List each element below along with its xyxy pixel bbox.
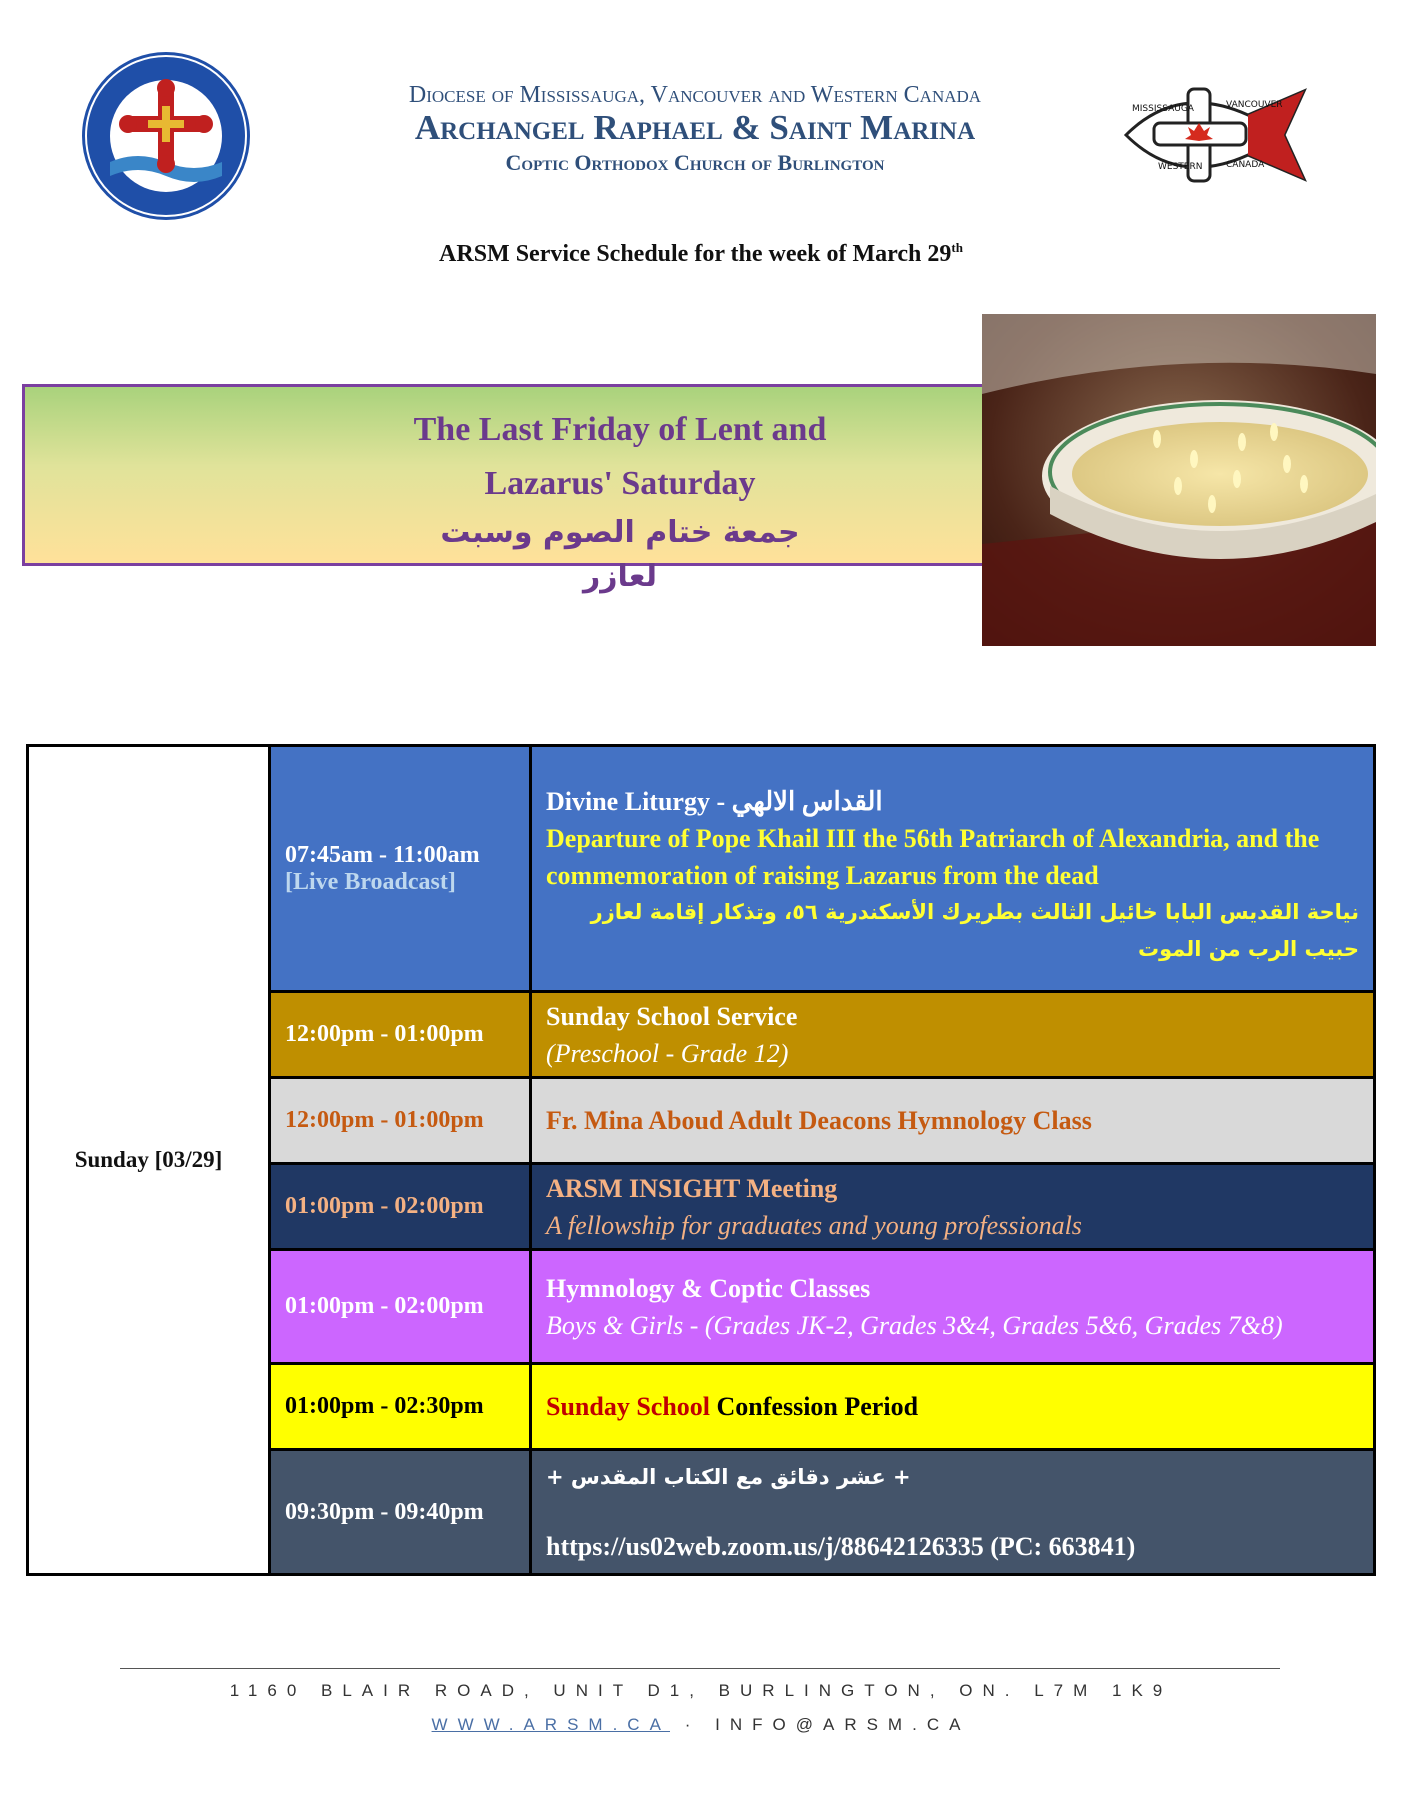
schedule-row: 01:00pm - 02:30pm Sunday School Confessi… [271, 1365, 1373, 1451]
logo-word-1: MISSISSAUGA [1132, 104, 1195, 114]
time-cell: 12:00pm - 01:00pm [271, 1079, 532, 1162]
event-title: ARSM INSIGHT Meeting [546, 1173, 838, 1203]
event-title-highlight: Sunday School [546, 1392, 711, 1421]
banner-text: The Last Friday of Lent and Lazarus' Sat… [405, 403, 835, 599]
event-cell: Hymnology & Coptic Classes Boys & Girls … [532, 1251, 1373, 1362]
zoom-link[interactable]: https://us02web.zoom.us/j/88642126335 (P… [546, 1532, 1136, 1561]
event-title-arabic: + عشر دقائق مع الكتاب المقدس + [546, 1465, 911, 1489]
event-subtitle: Boys & Girls - (Grades JK-2, Grades 3&4,… [546, 1310, 1283, 1340]
time-range: 07:45am - 11:00am [285, 841, 480, 868]
schedule-row: 07:45am - 11:00am [Live Broadcast] Divin… [271, 747, 1373, 993]
church-subtitle: Coptic Orthodox Church of Burlington [505, 150, 885, 175]
logo-word-3: WESTERN [1158, 162, 1202, 172]
time-cell: 01:00pm - 02:00pm [271, 1165, 532, 1248]
diocese-name: Diocese of Mississauga, Vancouver and We… [408, 82, 982, 108]
schedule-row: 12:00pm - 01:00pm Sunday School Service … [271, 993, 1373, 1079]
logo-word-2: VANCOUVER [1226, 100, 1283, 110]
time-cell: 09:30pm - 09:40pm [271, 1451, 532, 1573]
schedule-row: 01:00pm - 02:00pm ARSM INSIGHT Meeting A… [271, 1165, 1373, 1251]
day-cell: Sunday [03/29] [29, 747, 271, 1573]
schedule-row: 01:00pm - 02:00pm Hymnology & Coptic Cla… [271, 1251, 1373, 1365]
time-cell: 01:00pm - 02:00pm [271, 1251, 532, 1362]
church-seal-logo [82, 52, 250, 220]
footer-address: 1160 BLAIR ROAD, UNIT D1, BURLINGTON, ON… [229, 1681, 1173, 1700]
event-title: Sunday School Confession Period [546, 1388, 1359, 1425]
church-name: Archangel Raphael & Saint Marina [414, 108, 976, 147]
event-description-arabic: نياحة القديس البابا خائيل الثالث بطريرك … [590, 900, 1359, 961]
website-link[interactable]: WWW.ARSM.CA [431, 1715, 670, 1734]
event-title-rest: Confession Period [710, 1392, 919, 1421]
banner-title-line-2: Lazarus' Saturday [484, 465, 756, 502]
event-cell: Sunday School Confession Period [532, 1365, 1373, 1448]
event-cell: Sunday School Service (Preschool - Grade… [532, 993, 1373, 1076]
footer-separator: · [670, 1715, 716, 1734]
event-cell: Divine Liturgy - القداس الالهي Departure… [532, 747, 1373, 990]
event-title: Fr. Mina Aboud Adult Deacons Hymnology C… [546, 1106, 1092, 1135]
feast-banner: The Last Friday of Lent and Lazarus' Sat… [22, 384, 1032, 594]
event-description: Departure of Pope Khail III the 56th Pat… [546, 824, 1320, 890]
footer-contact: WWW.ARSM.CA · INFO@ARSM.CA [0, 1715, 1402, 1735]
event-cell: ARSM INSIGHT Meeting A fellowship for gr… [532, 1165, 1373, 1248]
schedule-row: 12:00pm - 01:00pm Fr. Mina Aboud Adult D… [271, 1079, 1373, 1165]
candles-photo [982, 314, 1376, 646]
event-title: Divine Liturgy - القداس الالهي [546, 787, 883, 816]
event-cell: + عشر دقائق مع الكتاب المقدس + https://u… [532, 1451, 1373, 1573]
event-subtitle: (Preschool - Grade 12) [546, 1038, 789, 1068]
schedule-row: 09:30pm - 09:40pm + عشر دقائق مع الكتاب … [271, 1451, 1373, 1573]
event-cell: Fr. Mina Aboud Adult Deacons Hymnology C… [532, 1079, 1373, 1162]
event-subtitle: A fellowship for graduates and young pro… [546, 1210, 1082, 1240]
event-title: Hymnology & Coptic Classes [546, 1273, 871, 1303]
logo-word-4: CANADA [1226, 160, 1265, 170]
schedule-table: Sunday [03/29] 07:45am - 11:00am [Live B… [26, 744, 1376, 1576]
live-broadcast-label: [Live Broadcast] [285, 868, 456, 895]
email-text[interactable]: INFO@ARSM.CA [715, 1715, 971, 1734]
event-title: Sunday School Service [546, 1001, 798, 1031]
footer-divider [120, 1668, 1280, 1669]
time-cell: 01:00pm - 02:30pm [271, 1365, 532, 1448]
schedule-title: ARSM Service Schedule for the week of Ma… [439, 240, 963, 267]
time-cell: 07:45am - 11:00am [Live Broadcast] [271, 747, 532, 990]
time-cell: 12:00pm - 01:00pm [271, 993, 532, 1076]
banner-title-line-1: The Last Friday of Lent and [413, 411, 827, 448]
diocese-fish-logo: MISSISSAUGA VANCOUVER WESTERN CANADA [1123, 87, 1307, 183]
banner-title-arabic: جمعة ختام الصوم وسبت لعازر [440, 515, 800, 594]
